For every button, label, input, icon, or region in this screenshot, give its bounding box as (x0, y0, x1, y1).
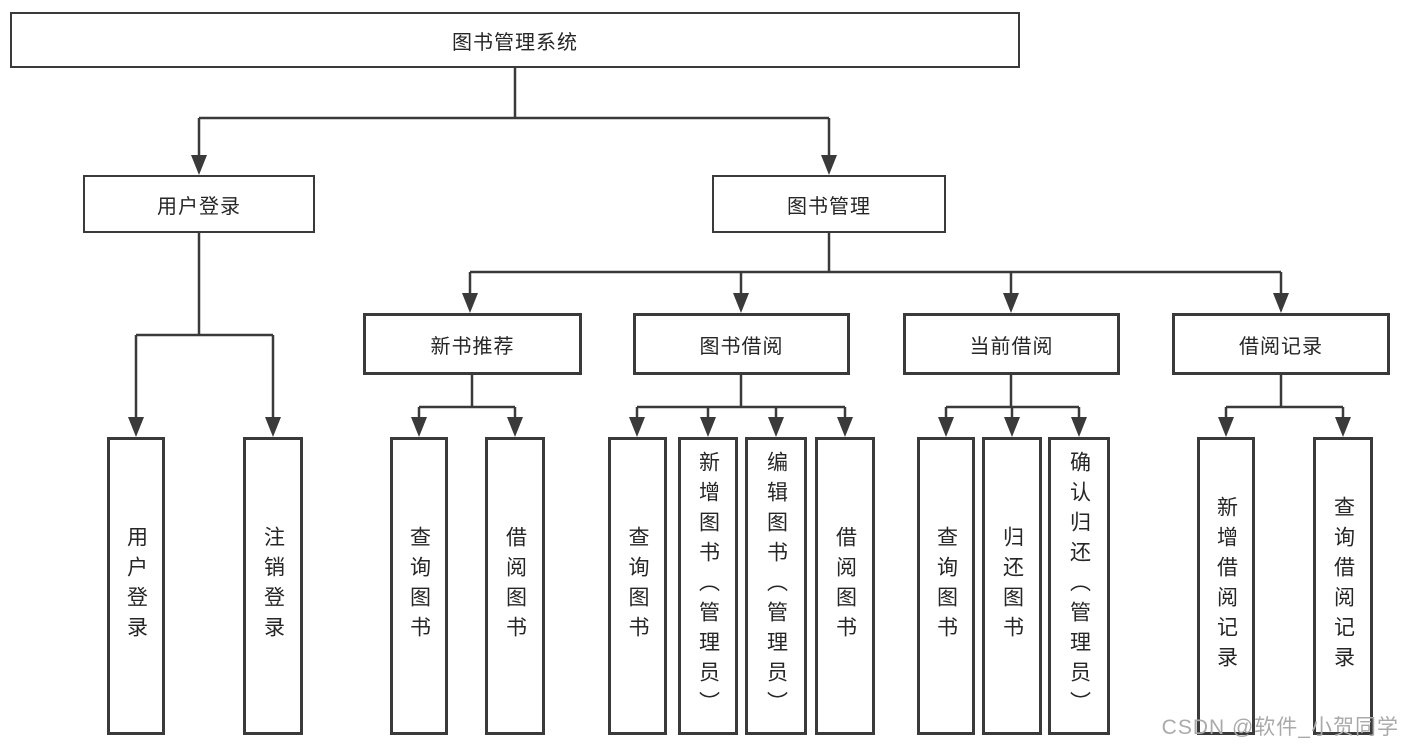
leaf-add-borrow-record: 新增借阅记录 (1197, 437, 1255, 735)
leaf-label: 查询借阅记录 (1331, 496, 1355, 676)
arrowhead-icon (938, 417, 954, 437)
arrowhead-icon (1004, 417, 1020, 437)
arrowhead-icon (1273, 293, 1289, 313)
arrowhead-icon (411, 417, 427, 437)
leaf-borrow-book-2: 借阅图书 (815, 437, 875, 735)
arrowhead-icon (1218, 417, 1234, 437)
leaf-add-book-admin: 新增图书（管理员） (678, 437, 738, 735)
node-current-borrow: 当前借阅 (903, 313, 1120, 375)
arrowhead-icon (462, 293, 478, 313)
arrowhead-icon (821, 155, 837, 175)
arrowhead-icon (837, 417, 853, 437)
csdn-watermark: CSDN @软件_小贺同学 (1161, 716, 1399, 739)
node-borrow-records: 借阅记录 (1172, 313, 1390, 375)
arrowhead-icon (191, 155, 207, 175)
leaf-user-login: 用户登录 (107, 437, 165, 735)
leaf-query-book-2: 查询图书 (608, 437, 667, 735)
leaf-label: 新增借阅记录 (1214, 496, 1238, 676)
node-book-management: 图书管理 (712, 175, 946, 233)
leaf-label: 用户登录 (124, 526, 148, 646)
leaf-label: 查询图书 (407, 526, 431, 646)
node-new-book-recommend: 新书推荐 (363, 313, 582, 375)
leaf-borrow-book-1: 借阅图书 (485, 437, 545, 735)
leaf-label: 借阅图书 (833, 526, 857, 646)
leaf-label: 编辑图书（管理员） (764, 451, 788, 721)
leaf-label: 借阅图书 (503, 526, 527, 646)
arrowhead-icon (265, 417, 281, 437)
node-root-system: 图书管理系统 (10, 12, 1020, 68)
arrowhead-icon (629, 417, 645, 437)
arrowhead-icon (1335, 417, 1351, 437)
arrowhead-icon (1071, 417, 1087, 437)
leaf-label: 归还图书 (1000, 526, 1024, 646)
arrowhead-icon (128, 417, 144, 437)
arrowhead-icon (1003, 293, 1019, 313)
leaf-return-book: 归还图书 (982, 437, 1042, 735)
leaf-label: 查询图书 (626, 526, 649, 646)
leaf-label: 确认归还（管理员） (1067, 451, 1091, 721)
leaf-query-book-1: 查询图书 (390, 437, 448, 735)
leaf-query-book-3: 查询图书 (917, 437, 975, 735)
leaf-edit-book-admin: 编辑图书（管理员） (745, 437, 807, 735)
node-user-login: 用户登录 (83, 175, 315, 233)
leaf-query-borrow-record: 查询借阅记录 (1313, 437, 1373, 735)
leaf-confirm-return-admin: 确认归还（管理员） (1048, 437, 1110, 735)
leaf-label: 注销登录 (261, 526, 285, 646)
arrowhead-icon (733, 293, 749, 313)
leaf-logout: 注销登录 (243, 437, 303, 735)
arrowhead-icon (768, 417, 784, 437)
leaf-label: 新增图书（管理员） (696, 451, 720, 721)
leaf-label: 查询图书 (934, 526, 958, 646)
node-book-borrow: 图书借阅 (633, 313, 850, 375)
arrowhead-icon (507, 417, 523, 437)
arrowhead-icon (700, 417, 716, 437)
